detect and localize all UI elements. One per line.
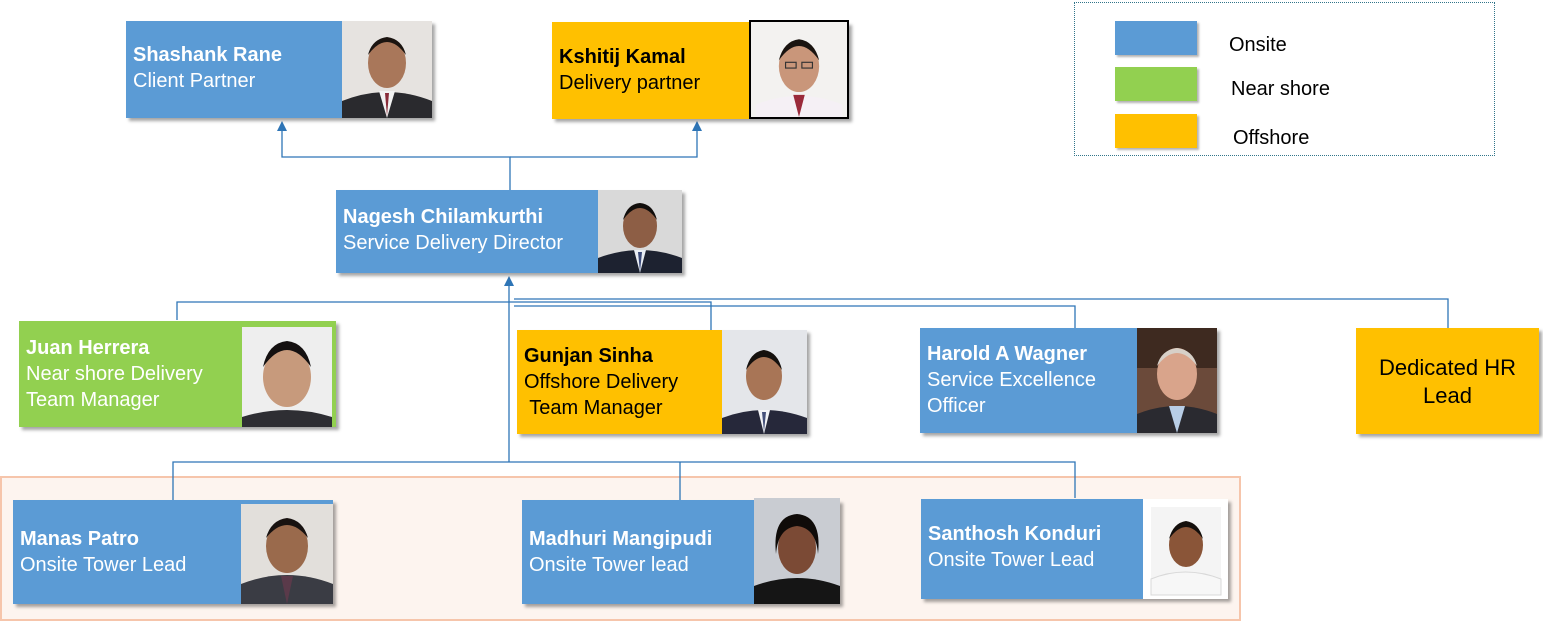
node-shashank-rane: Shashank Rane Client Partner <box>126 21 432 118</box>
person-photo <box>754 498 840 604</box>
node-role-line-2: Team Manager <box>26 389 160 411</box>
node-name: Manas Patro <box>20 528 139 550</box>
node-role-line-2: Team Manager <box>524 397 663 419</box>
arrow-shashank <box>277 121 287 131</box>
legend-swatch-onsite <box>1115 21 1197 55</box>
connector-harold <box>514 305 1076 328</box>
person-photo <box>242 327 332 427</box>
connector-nagesh-kshitij <box>510 130 698 158</box>
hr-lead-line-2: Lead <box>1423 383 1472 408</box>
node-role: Onsite Tower Lead <box>20 554 187 576</box>
node-nagesh-chilamkurthi: Nagesh Chilamkurthi Service Delivery Dir… <box>336 190 682 273</box>
person-photo <box>598 190 682 273</box>
connector-tower-bus <box>172 461 1076 500</box>
connector-juan-gunjan <box>176 301 712 330</box>
legend-label-offshore: Offshore <box>1233 127 1310 149</box>
hr-lead-line-1: Dedicated HR <box>1379 355 1516 380</box>
node-name: Nagesh Chilamkurthi <box>343 206 544 228</box>
node-role-line-1: Service Excellence <box>927 369 1096 391</box>
legend-label-onsite: Onsite <box>1229 34 1287 56</box>
node-role: Onsite Tower lead <box>529 554 689 576</box>
node-role: Delivery partner <box>559 72 701 94</box>
node-dedicated-hr-lead: Dedicated HR Lead <box>1356 328 1539 434</box>
person-photo <box>722 330 807 434</box>
node-role-line-1: Offshore Delivery <box>524 371 679 393</box>
node-manas-patro: Manas Patro Onsite Tower Lead <box>13 500 333 604</box>
person-photo <box>1137 328 1217 433</box>
node-name: Shashank Rane <box>133 44 282 66</box>
person-photo <box>241 504 333 604</box>
person-photo <box>749 20 849 119</box>
node-juan-herrera: Juan Herrera Near shore Delivery Team Ma… <box>19 321 336 427</box>
node-madhuri-mangipudi: Madhuri Mangipudi Onsite Tower lead <box>522 498 840 604</box>
node-harold-a-wagner: Harold A Wagner Service Excellence Offic… <box>920 328 1217 433</box>
node-name: Kshitij Kamal <box>559 46 686 68</box>
node-role: Service Delivery Director <box>343 232 564 254</box>
node-role: Onsite Tower Lead <box>928 549 1095 571</box>
node-name: Santhosh Konduri <box>928 523 1102 545</box>
connector-hr-lead <box>514 298 1449 328</box>
person-photo <box>342 21 432 118</box>
arrow-kshitij <box>692 121 702 131</box>
legend: Onsite Near shore Offshore <box>1074 2 1495 156</box>
node-role-line-2: Officer <box>927 395 986 417</box>
legend-label-near-shore: Near shore <box>1231 78 1330 100</box>
node-role: Client Partner <box>133 70 256 92</box>
node-name: Gunjan Sinha <box>524 345 653 367</box>
node-name: Madhuri Mangipudi <box>529 528 713 550</box>
node-name: Juan Herrera <box>26 337 150 359</box>
legend-swatch-near-shore <box>1115 67 1197 101</box>
node-role-line-1: Near shore Delivery <box>26 363 203 385</box>
legend-swatch-offshore <box>1115 114 1197 148</box>
connector-nagesh-shashank <box>281 130 511 190</box>
node-name: Harold A Wagner <box>927 343 1088 365</box>
node-santhosh-konduri: Santhosh Konduri Onsite Tower Lead <box>921 499 1228 599</box>
person-photo <box>1143 499 1228 599</box>
node-gunjan-sinha: Gunjan Sinha Offshore Delivery Team Mana… <box>517 330 807 434</box>
node-kshitij-kamal: Kshitij Kamal Delivery partner <box>552 20 849 119</box>
arrow-nagesh <box>504 276 514 286</box>
